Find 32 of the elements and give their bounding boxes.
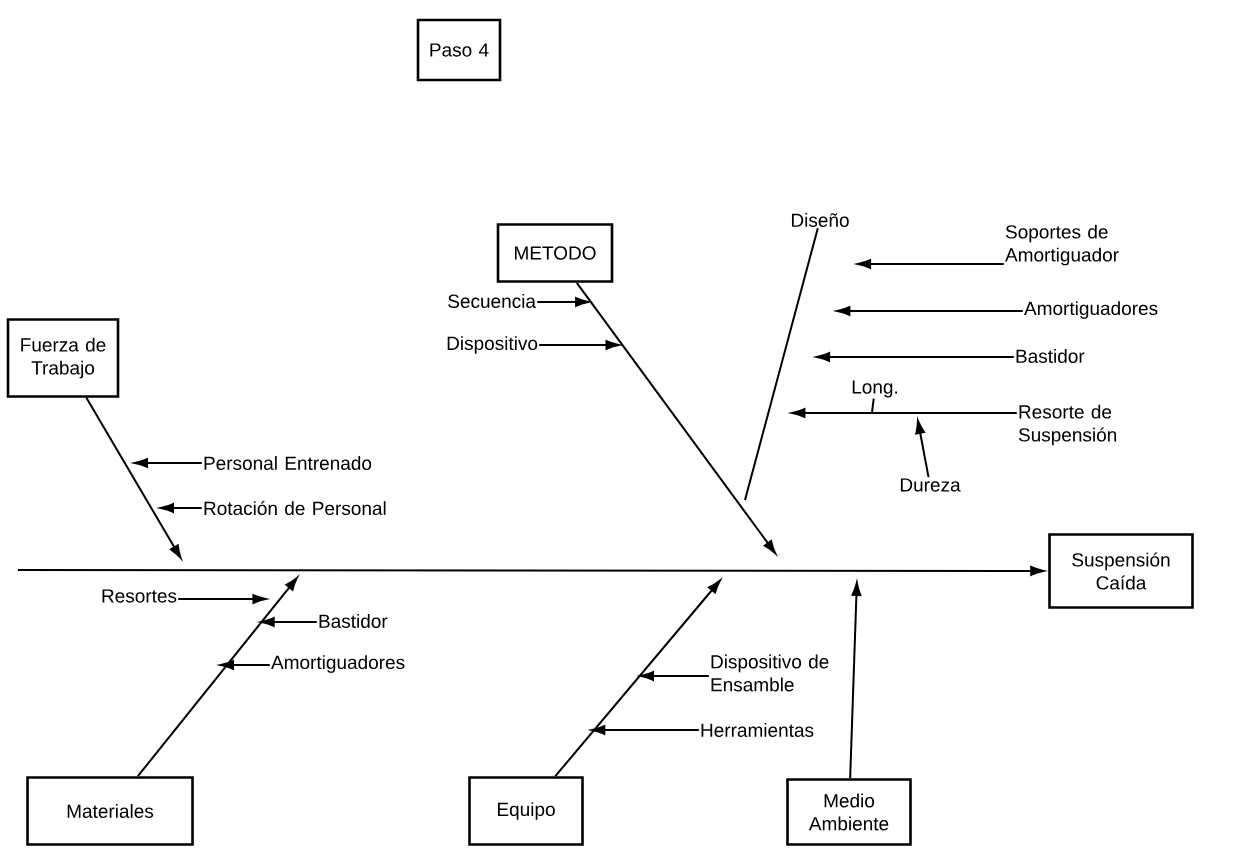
cause-label: Dureza <box>900 478 961 492</box>
cause-box: Fuerza de Trabajo <box>6 318 120 398</box>
sub-cause-arrow <box>915 419 930 479</box>
cause-label: Diseño <box>792 213 849 227</box>
cause-label: Bastidor <box>319 614 388 628</box>
cause-box: Medio Ambiente <box>786 778 912 846</box>
cause-label: Secuencia <box>448 294 536 308</box>
sub-cause-arrow <box>177 594 267 604</box>
cause-label: Herramientas <box>701 723 814 737</box>
cause-label: Long. <box>852 380 898 398</box>
cause-label: Resorte de Suspensión <box>1018 404 1117 446</box>
step-box: Paso 4 <box>416 18 502 82</box>
sub-cause-arrow <box>260 617 318 627</box>
cause-box: Equipo <box>468 776 584 846</box>
cause-label: Soportes de Amortiguador <box>1005 224 1119 266</box>
cause-label: Amortiguadores <box>271 655 405 673</box>
branch-arrow <box>554 579 721 778</box>
cause-box: METODO <box>496 223 614 283</box>
branch-arrow <box>136 576 298 778</box>
leader-line <box>871 397 875 413</box>
cause-label: Dispositivo de Ensamble <box>711 654 829 692</box>
cause-label: Personal Entrenado <box>204 456 372 470</box>
cause-label: Rotación de Personal <box>204 500 386 516</box>
cause-label: Resortes <box>102 589 177 603</box>
cause-label: Bastidor <box>1016 349 1085 363</box>
cause-box: Materiales <box>26 776 194 846</box>
effect-box: Suspensión Caída <box>1048 533 1194 609</box>
branch-arrow <box>85 396 182 559</box>
spine-arrow <box>17 566 1045 576</box>
cause-label: Dispositivo <box>447 336 538 354</box>
sub-cause-arrow <box>536 297 590 307</box>
cause-label: Amortiguadores <box>1024 301 1158 319</box>
